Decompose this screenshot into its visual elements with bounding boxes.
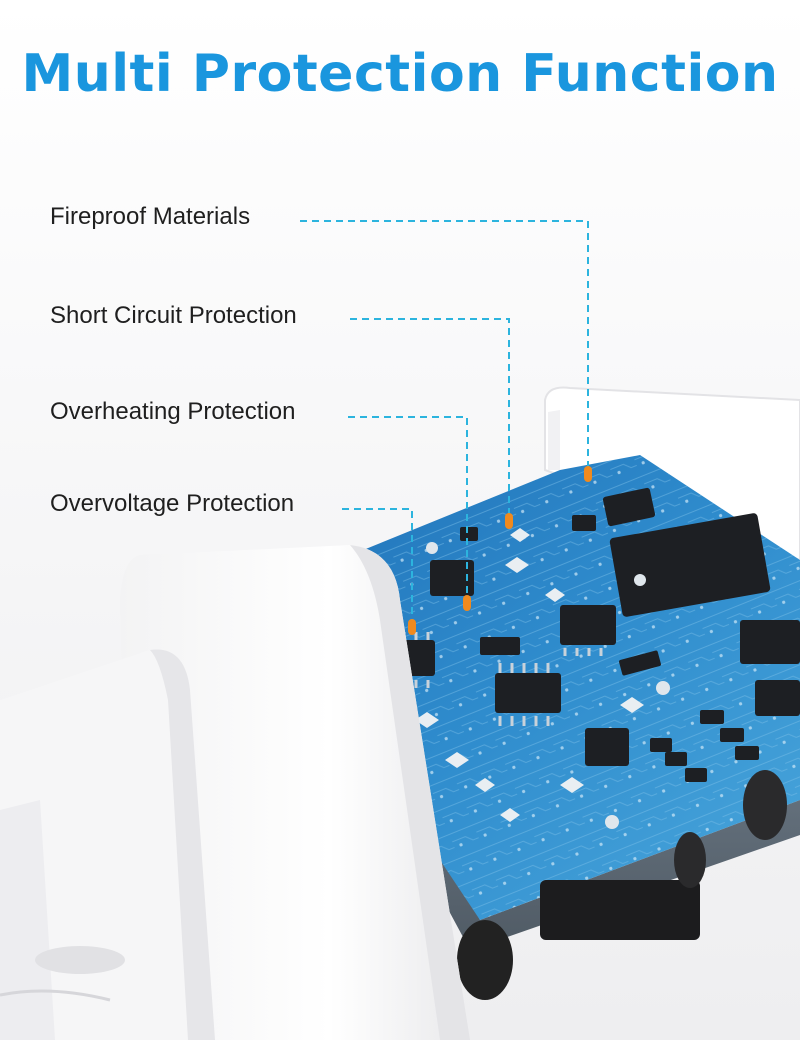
callout-label-fireproof: Fireproof Materials	[50, 203, 251, 230]
marker-fireproof	[584, 466, 592, 482]
marker-overvoltage	[408, 619, 416, 635]
page-title: Multi Protection Function	[21, 44, 779, 104]
callout-label-overvoltage: Overvoltage Protection	[50, 490, 295, 517]
marker-short-circuit	[505, 513, 513, 529]
leader-line-overvoltage	[342, 508, 413, 620]
leader-line-overheating	[348, 416, 468, 596]
leader-line-fireproof	[300, 220, 589, 470]
marker-overheating	[463, 595, 471, 611]
callout-label-short-circuit: Short Circuit Protection	[50, 302, 297, 329]
callout-label-overheating: Overheating Protection	[50, 398, 296, 425]
leader-line-short-circuit	[350, 318, 510, 515]
